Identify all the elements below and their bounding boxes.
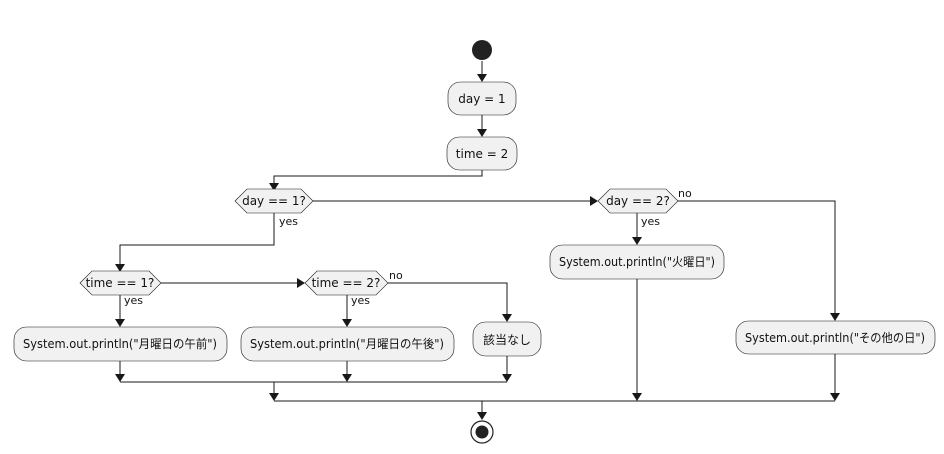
- arrow-head: [477, 74, 487, 82]
- connector: [388, 282, 508, 321]
- arrow-head: [590, 196, 598, 206]
- decision-day-is-2: day == 2?: [597, 188, 679, 214]
- decision-time-is-1-label: time == 1?: [86, 276, 155, 290]
- arrow-head: [115, 264, 125, 272]
- arrow-head: [297, 278, 305, 288]
- action-not-applicable-label: 該当なし: [483, 332, 531, 347]
- arrow-head: [477, 412, 487, 420]
- arrow-head: [830, 313, 840, 321]
- arrow-head: [830, 393, 840, 401]
- decision-time-is-1: time == 1?: [79, 270, 162, 296]
- action-print-tuesday-label: System.out.println("火曜日"): [559, 255, 715, 269]
- decision-time-is-2: time == 2?: [304, 270, 389, 296]
- arrow-head: [502, 374, 512, 382]
- decision-day-is-1: day == 1?: [234, 188, 314, 214]
- decision-day-is-1-label: day == 1?: [242, 194, 306, 208]
- action-print-monday-morning: System.out.println("月曜日の午前"): [13, 326, 228, 362]
- action-print-monday-afternoon: System.out.println("月曜日の午後"): [240, 326, 455, 362]
- branch-label-yes: yes: [124, 294, 143, 307]
- branch-label-yes: yes: [641, 215, 660, 228]
- action-print-tuesday: System.out.println("火曜日"): [549, 244, 725, 280]
- end-node: [470, 420, 494, 444]
- action-print-monday-morning-label: System.out.println("月曜日の午前"): [23, 336, 217, 351]
- action-set-day-label: day = 1: [458, 92, 505, 106]
- arrow-head: [342, 319, 352, 327]
- action-print-other-day-label: System.out.println("その他の日"): [745, 331, 925, 345]
- arrow-head: [115, 374, 125, 382]
- action-set-day: day = 1: [447, 81, 517, 116]
- decision-day-is-2-label: day == 2?: [606, 194, 670, 208]
- arrow-head: [342, 374, 352, 382]
- action-set-time-label: time = 2: [456, 147, 508, 161]
- connectors: [115, 61, 840, 420]
- branch-label-no: no: [389, 269, 403, 282]
- action-not-applicable: 該当なし: [472, 321, 542, 357]
- branch-label-no: no: [678, 187, 692, 200]
- action-print-other-day: System.out.println("その他の日"): [735, 320, 936, 355]
- arrow-head: [502, 314, 512, 322]
- arrow-head: [632, 393, 642, 401]
- arrow-head: [115, 319, 125, 327]
- arrow-head: [632, 237, 642, 245]
- branch-label-yes: yes: [279, 215, 298, 228]
- arrow-head: [269, 393, 279, 401]
- connector: [273, 170, 483, 189]
- start-node: [472, 40, 492, 60]
- action-set-time: time = 2: [446, 136, 518, 171]
- connector: [119, 213, 275, 270]
- arrow-head: [269, 183, 279, 191]
- branch-label-yes: yes: [351, 294, 370, 307]
- arrow-head: [477, 129, 487, 137]
- decision-time-is-2-label: time == 2?: [312, 276, 381, 290]
- action-print-monday-afternoon-label: System.out.println("月曜日の午後"): [250, 337, 444, 351]
- connector: [678, 200, 836, 320]
